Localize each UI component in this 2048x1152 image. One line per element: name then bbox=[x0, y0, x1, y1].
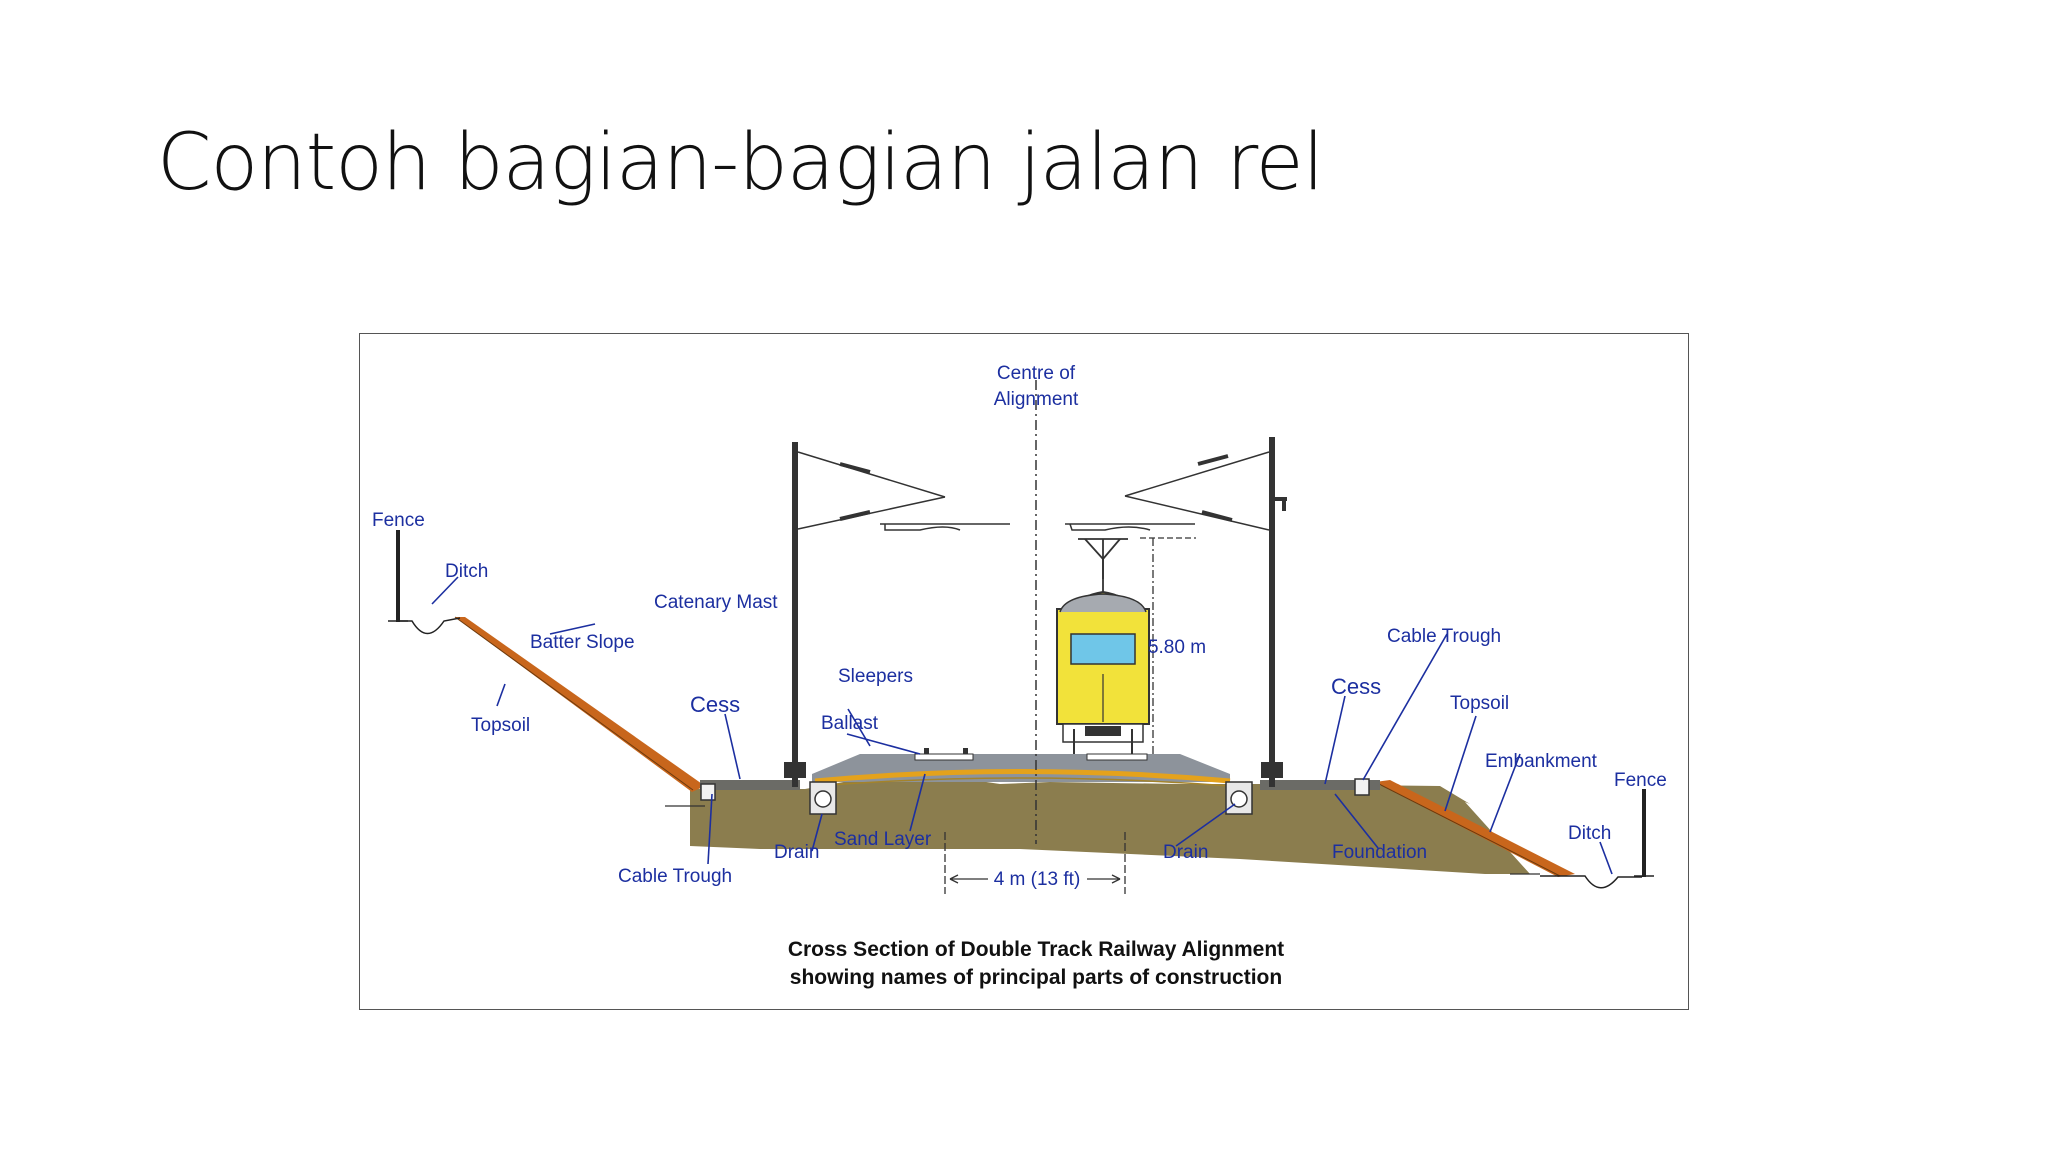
sleeper-left bbox=[914, 753, 974, 761]
label-sleepers: Sleepers bbox=[838, 666, 913, 687]
ditch-right bbox=[1540, 875, 1642, 889]
label-ditch-right: Ditch bbox=[1568, 823, 1611, 844]
label-foundation: Foundation bbox=[1332, 842, 1427, 863]
train bbox=[1056, 590, 1150, 754]
dimension-track-spacing-value: 4 m (13 ft) bbox=[994, 869, 1081, 890]
label-drain-left: Drain bbox=[774, 842, 819, 863]
dimension-height-value: 5.80 m bbox=[1148, 637, 1206, 658]
slide-title: Contoh bagian-bagian jalan rel bbox=[157, 118, 1324, 208]
cess-left bbox=[700, 780, 800, 790]
cess-right bbox=[1260, 780, 1380, 790]
label-cess-right: Cess bbox=[1331, 674, 1381, 699]
track-spacing-dimension-line bbox=[944, 832, 1126, 894]
label-cable-trough-right: Cable Trough bbox=[1387, 626, 1501, 647]
ditch-left bbox=[400, 617, 461, 635]
label-topsoil-left: Topsoil bbox=[471, 715, 530, 736]
batter-slope-right bbox=[1375, 780, 1575, 877]
cable-trough-right-box bbox=[1354, 778, 1370, 796]
caption-line2: showing names of principal parts of cons… bbox=[790, 966, 1282, 989]
catenary-wires-left bbox=[797, 451, 1010, 531]
caption-line1: Cross Section of Double Track Railway Al… bbox=[788, 938, 1284, 961]
label-fence-left: Fence bbox=[372, 510, 425, 531]
label-centre-of-alignment-line2: Alignment bbox=[994, 389, 1079, 410]
label-cable-trough-left: Cable Trough bbox=[618, 866, 732, 887]
train-window bbox=[1070, 633, 1136, 665]
label-embankment: Embankment bbox=[1485, 751, 1598, 772]
label-ditch-left: Ditch bbox=[445, 561, 488, 582]
cross-section-diagram: Centre of Alignment Fence Ditch Catenary… bbox=[372, 363, 1667, 989]
label-fence-right: Fence bbox=[1614, 770, 1667, 791]
fence-left bbox=[396, 530, 400, 622]
sand-layer bbox=[814, 769, 1231, 784]
catenary-wires-right bbox=[1065, 451, 1270, 531]
label-catenary-mast: Catenary Mast bbox=[654, 592, 778, 613]
cable-trough-left-box bbox=[700, 783, 716, 801]
sleeper-right bbox=[1086, 753, 1148, 761]
label-batter-slope: Batter Slope bbox=[530, 632, 635, 653]
catenary-mast-left bbox=[792, 442, 798, 787]
height-dimension-line bbox=[1140, 537, 1196, 754]
label-drain-right: Drain bbox=[1163, 842, 1208, 863]
catenary-mast-right bbox=[1269, 437, 1275, 787]
label-topsoil-right: Topsoil bbox=[1450, 693, 1509, 714]
embankment-earth bbox=[690, 776, 1530, 874]
label-sand-layer: Sand Layer bbox=[834, 829, 932, 850]
label-centre-of-alignment-line1: Centre of bbox=[997, 363, 1076, 384]
label-cess-left: Cess bbox=[690, 692, 740, 717]
label-ballast: Ballast bbox=[821, 713, 879, 734]
fence-right bbox=[1642, 789, 1646, 877]
railway-cross-section-figure: Centre of Alignment Fence Ditch Catenary… bbox=[359, 333, 1689, 1010]
batter-slope-left bbox=[455, 617, 705, 792]
